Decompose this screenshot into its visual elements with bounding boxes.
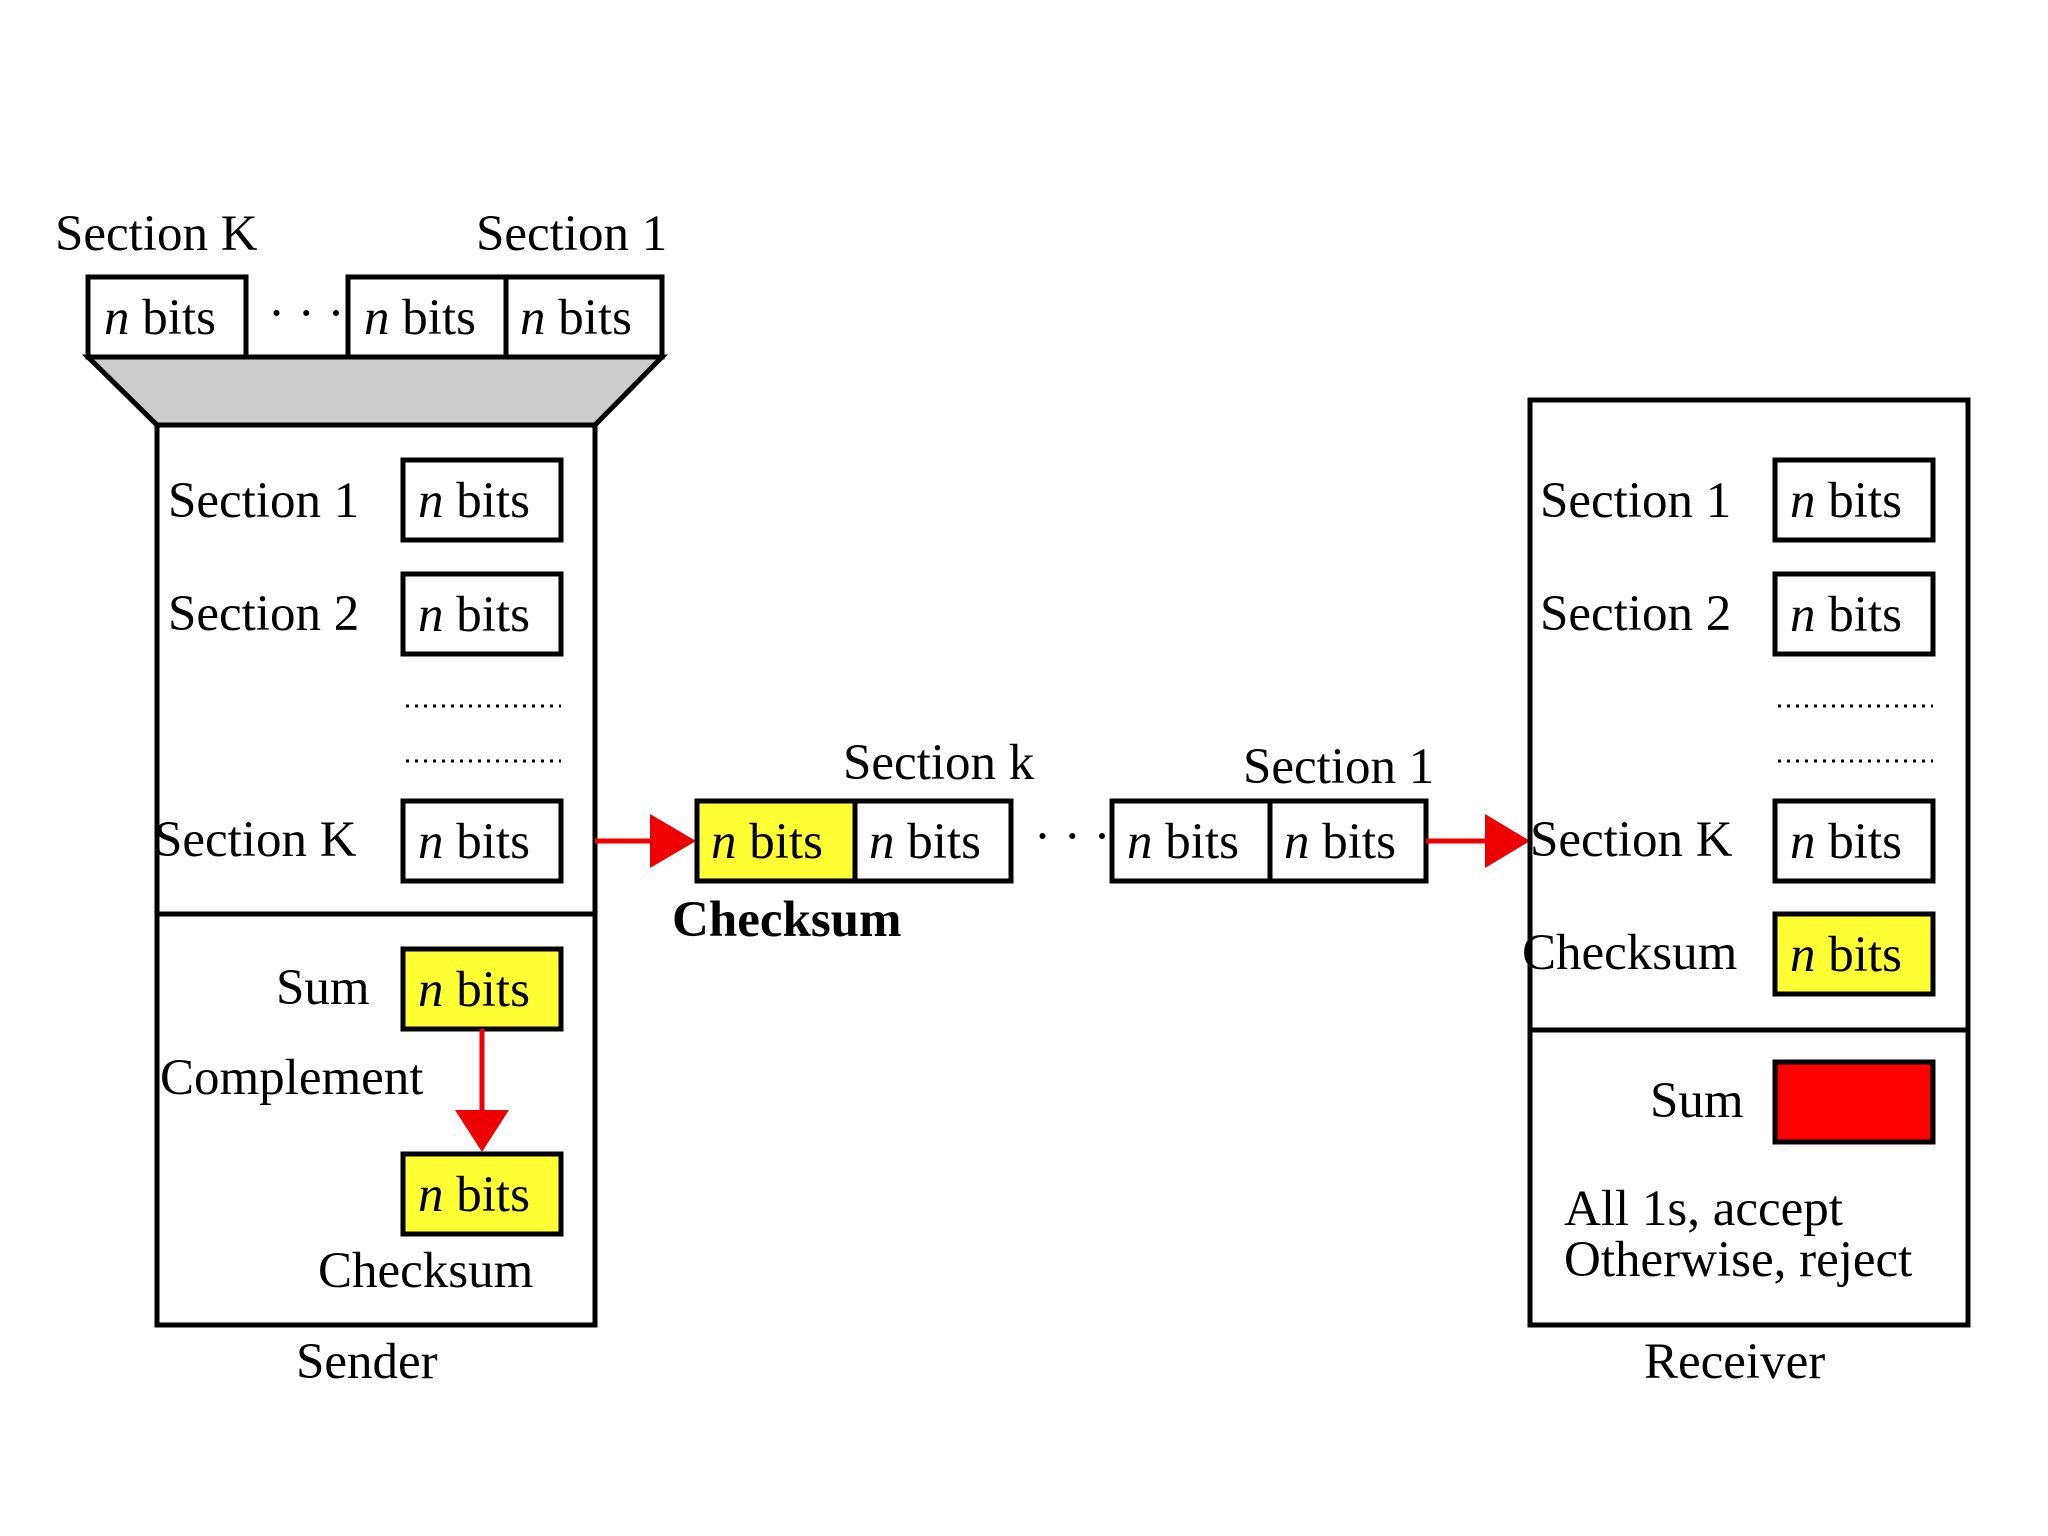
transmission-block-k: n bits bbox=[869, 814, 981, 870]
sender-complement-label: Complement bbox=[160, 1050, 423, 1106]
funnel-shape bbox=[81, 354, 668, 428]
sender-row-k-bits: n bits bbox=[418, 814, 530, 870]
top-ellipsis: · · · bbox=[268, 286, 344, 342]
receiver-checksum-bits: n bits bbox=[1790, 927, 1902, 983]
transmission-block-2: n bits bbox=[1127, 814, 1239, 870]
sender-checksum-label: Checksum bbox=[318, 1243, 533, 1299]
top-section-k-label: Section K bbox=[55, 206, 258, 262]
send-arrow bbox=[595, 814, 696, 868]
receiver-row-2-label: Section 2 bbox=[1540, 586, 1731, 642]
transmission-section-k-label: Section k bbox=[843, 735, 1035, 791]
receiver-sum-box bbox=[1772, 1059, 1936, 1145]
receiver-sum-label: Sum bbox=[1650, 1073, 1744, 1129]
transmission-block-1: n bits bbox=[1284, 814, 1396, 870]
transmission-section-1-label: Section 1 bbox=[1243, 739, 1434, 795]
receive-arrow bbox=[1426, 814, 1530, 868]
transmission-ellipsis: · · · bbox=[1034, 809, 1110, 865]
transmission-checksum-box bbox=[694, 798, 858, 884]
sender-row-2-label: Section 2 bbox=[168, 586, 359, 642]
top-block-1: n bits bbox=[104, 290, 216, 346]
receiver-row-k-label: Section K bbox=[1530, 812, 1733, 868]
top-block-2: n bits bbox=[364, 290, 476, 346]
receiver-result-line-2: Otherwise, reject bbox=[1564, 1232, 1912, 1288]
sender-sum-box bbox=[400, 946, 564, 1032]
receiver-row-1-label: Section 1 bbox=[1540, 473, 1731, 529]
receiver-row-1-bits: n bits bbox=[1790, 473, 1902, 529]
receiver-row-k-bits: n bits bbox=[1790, 814, 1902, 870]
complement-arrow bbox=[455, 1029, 509, 1152]
sender-row-1-label: Section 1 bbox=[168, 473, 359, 529]
receiver-row-2-bits: n bits bbox=[1790, 587, 1902, 643]
sender-row-2-bits: n bits bbox=[418, 587, 530, 643]
sender-row-k-label: Section K bbox=[154, 812, 357, 868]
receiver-checksum-label: Checksum bbox=[1522, 925, 1737, 981]
top-block-3: n bits bbox=[520, 290, 632, 346]
sender-sum-bits: n bits bbox=[418, 962, 530, 1018]
receiver-checksum-box bbox=[1772, 911, 1936, 997]
sender-title: Sender bbox=[296, 1334, 438, 1390]
receiver-title: Receiver bbox=[1644, 1334, 1825, 1390]
top-section-1-label: Section 1 bbox=[476, 206, 667, 262]
receiver-result-line-1: All 1s, accept bbox=[1564, 1181, 1843, 1237]
sender-row-1-bits: n bits bbox=[418, 473, 530, 529]
transmission-checksum-bits: n bits bbox=[711, 814, 823, 870]
top-bit-blocks: n bits · · · n bits n bits bbox=[85, 274, 665, 360]
transmission-checksum-label: Checksum bbox=[672, 892, 902, 948]
sender-checksum-bits: n bits bbox=[418, 1167, 530, 1223]
sender-checksum-box bbox=[400, 1151, 564, 1237]
sender-sum-label: Sum bbox=[276, 960, 370, 1016]
